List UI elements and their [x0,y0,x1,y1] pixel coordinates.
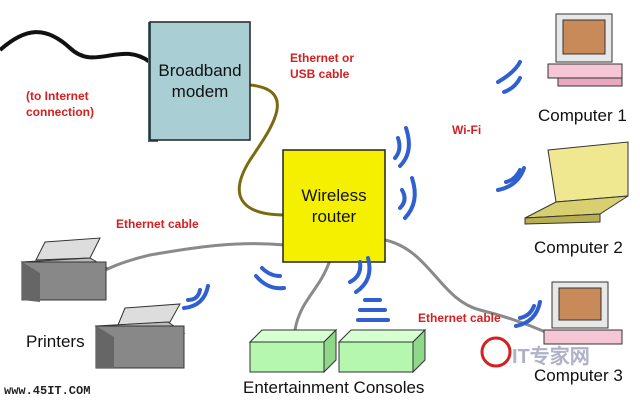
printers-label: Printers [26,332,85,351]
modem-label-line1: Broadband [158,61,242,80]
computer-1-label: Computer 1 [538,106,627,125]
modem-router-cable [237,83,286,217]
router-console-cable [293,259,332,331]
router-computer-cable [384,238,561,340]
printer-2-icon [94,303,186,369]
console-1-icon [248,328,338,374]
computer-2-icon [524,141,629,225]
it-logo-icon [480,336,512,368]
computer-1-icon [547,13,623,87]
modem-label: Broadband modem [150,22,250,140]
computer-2-label: Computer 2 [534,238,623,257]
computer-3-label: Computer 3 [534,366,623,385]
printer-1-icon [20,237,109,302]
modem-box [148,21,251,142]
internet-cable [0,30,152,64]
router-printer-cable [94,242,286,277]
computer-3-icon [543,281,623,345]
internet-line2: connection) [26,105,94,119]
router-label-line2: router [311,207,357,226]
eth-usb-line2: USB cable [290,67,350,81]
eth-usb-line1: Ethernet or [290,51,355,65]
internet-line1: (to Internet [26,89,89,103]
internet-connection-label: (to Internet connection) [26,88,94,120]
router-box [282,149,386,263]
wifi-label: Wi-Fi [452,123,482,137]
ethernet-usb-label: Ethernet or USB cable [290,50,354,82]
modem-label-line2: modem [171,82,229,101]
ethernet-cable-right-label: Ethernet cable [418,311,501,325]
ethernet-cable-left-label: Ethernet cable [116,217,199,231]
wifi-waves [182,60,542,328]
watermark-url: www.45IT.COM [4,384,91,398]
router-label: Wireless router [283,150,385,262]
consoles-label: Entertainment Consoles [243,378,425,397]
console-2-icon [337,328,427,374]
watermark-logo: IT专家网 [512,346,590,368]
router-label-line1: Wireless [301,186,367,205]
